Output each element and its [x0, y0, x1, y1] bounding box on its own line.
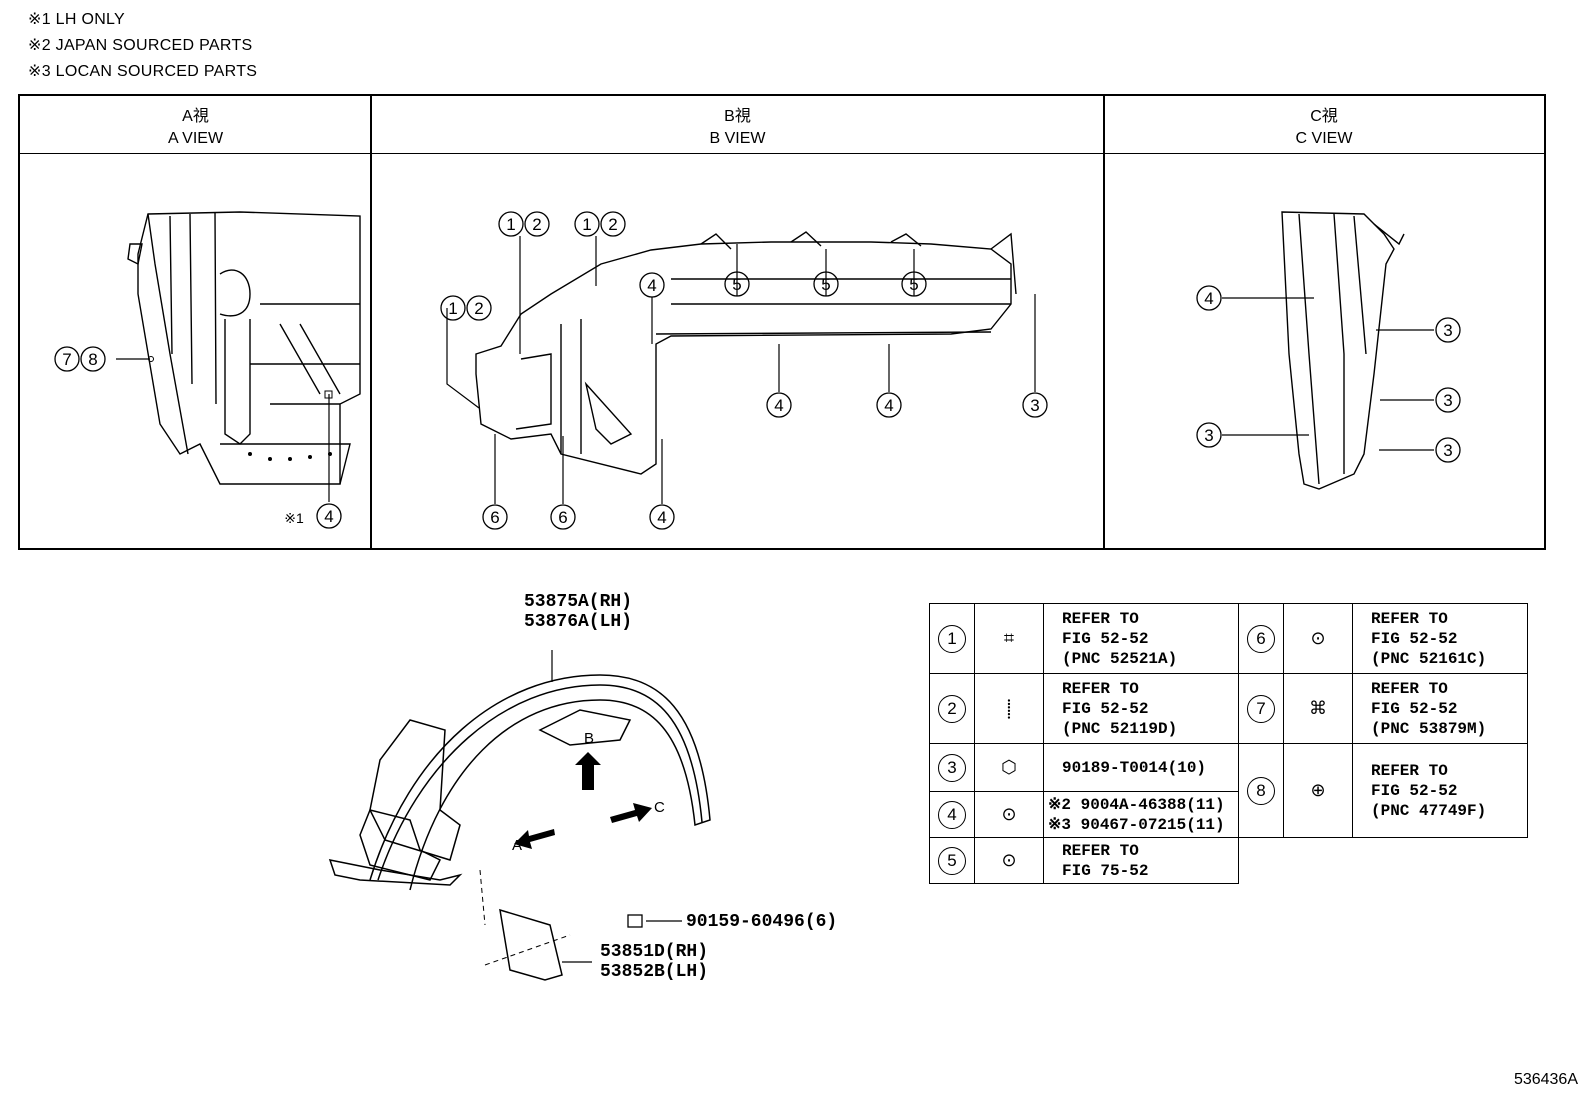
- legend-line: ※3 90467-07215(11): [1048, 815, 1225, 834]
- a-view-drawing: 7 8 ※1 4: [54, 211, 361, 529]
- b-view-callout-4b: 4: [884, 396, 893, 415]
- legend-line: FIG 52-52: [1371, 629, 1458, 648]
- fender-liner-drawing: B C A: [328, 650, 711, 981]
- a-view-callout-4: 4: [324, 507, 333, 526]
- fastener-legend-table: 1 ⌗ REFER TO FIG 52-52 (PNC 52521A) 6 ⊙ …: [929, 603, 1528, 884]
- legend-line: (PNC 53879M): [1371, 719, 1487, 738]
- b-view-label: B VIEW: [709, 130, 766, 147]
- legend-line: FIG 52-52: [1371, 699, 1458, 718]
- legend-num: 7: [1247, 694, 1275, 723]
- note-locan-sourced: ※3 LOCAN SOURCED PARTS: [28, 63, 258, 80]
- a-view-callout-7: 7: [62, 350, 71, 369]
- legend-line: FIG 52-52: [1062, 699, 1149, 718]
- legend-line: FIG 52-52: [1062, 629, 1149, 648]
- legend-line: (PNC 52161C): [1371, 649, 1487, 668]
- b-view-callout-2c: 2: [608, 215, 617, 234]
- a-view-label: A VIEW: [167, 130, 224, 147]
- b-view-callout-5b: 5: [821, 275, 830, 294]
- legend-num: 8: [1247, 776, 1275, 805]
- legend-line: REFER TO: [1371, 679, 1448, 698]
- b-view-callout-4c: 4: [657, 508, 666, 527]
- legend-row: 5 ⊙ REFER TO FIG 75-52: [929, 837, 1528, 884]
- bolt-icon: ⊕: [1310, 780, 1326, 800]
- a-view-note-mark: ※1: [284, 510, 304, 526]
- legend-line: (PNC 52119D): [1062, 719, 1178, 738]
- c-view-jp-label: C視: [1310, 108, 1338, 125]
- legend-row: 4 ⊙ ※2 9004A-46388(11) ※3 90467-07215(11…: [929, 791, 1528, 838]
- part-liner-rh: 53875A(RH): [524, 592, 633, 612]
- legend-line: REFER TO: [1062, 609, 1139, 628]
- c-view-callout-3d: 3: [1443, 441, 1452, 460]
- b-view-callout-2a: 2: [474, 299, 483, 318]
- b-view-header: B視 B VIEW: [371, 96, 1104, 154]
- nut-icon: ⬡: [1001, 757, 1017, 777]
- push-clip-icon: ⊙: [1001, 850, 1017, 870]
- arrow-a-label: A: [512, 837, 522, 854]
- legend-num: 4: [938, 800, 966, 829]
- part-screw: 90159-60496(6): [686, 912, 838, 932]
- clip-icon: ⌗: [1003, 628, 1015, 648]
- b-view-callout-4a: 4: [774, 396, 783, 415]
- b-view-callout-1b: 1: [506, 215, 515, 234]
- note-japan-sourced: ※2 JAPAN SOURCED PARTS: [28, 37, 253, 54]
- legend-line: ※2 9004A-46388(11): [1048, 795, 1225, 814]
- b-view-callout-3: 3: [1030, 396, 1039, 415]
- c-view-callout-3a: 3: [1443, 321, 1452, 340]
- b-view-jp-label: B視: [724, 108, 751, 125]
- legend-line: 90189-T0014(10): [1062, 758, 1207, 777]
- part-flap-lh: 53852B(LH): [600, 962, 709, 982]
- part-liner-lh: 53876A(LH): [524, 612, 633, 632]
- legend-line: REFER TO: [1371, 761, 1448, 780]
- screw-icon: ⸽: [1006, 698, 1012, 719]
- legend-num: 6: [1247, 624, 1275, 653]
- legend-row: 2 ⸽ REFER TO FIG 52-52 (PNC 52119D) 7 ⌘ …: [929, 673, 1528, 744]
- legend-line: FIG 75-52: [1062, 861, 1149, 880]
- arrow-c-label: C: [654, 799, 665, 816]
- views-panel: A視 A VIEW B視 B VIEW C視 C VIEW: [18, 94, 1546, 550]
- legend-num: 1: [938, 624, 966, 653]
- b-view-drawing: 1 2 1 2 1 2 4 5 5 5 6 6 4 4: [440, 211, 1048, 530]
- legend-num: 2: [938, 694, 966, 723]
- legend-num: 5: [938, 846, 966, 875]
- c-view-label: C VIEW: [1295, 130, 1353, 147]
- a-view-callout-8: 8: [88, 350, 97, 369]
- retainer-icon: ⌘: [1309, 698, 1327, 718]
- legend-line: (PNC 47749F): [1371, 801, 1487, 820]
- legend-line: FIG 52-52: [1371, 781, 1458, 800]
- legend-num: 3: [938, 753, 966, 782]
- b-view-callout-6a: 6: [490, 508, 499, 527]
- b-view-callout-1a: 1: [448, 299, 457, 318]
- c-view-drawing: 4 3 3 3 3: [1196, 211, 1461, 490]
- legend-row: 1 ⌗ REFER TO FIG 52-52 (PNC 52521A) 6 ⊙ …: [929, 603, 1528, 674]
- c-view-header: C視 C VIEW: [1104, 96, 1544, 154]
- legend-line: REFER TO: [1062, 679, 1139, 698]
- c-view-callout-3b: 3: [1443, 391, 1452, 410]
- c-view-callout-4: 4: [1204, 289, 1213, 308]
- a-view-header: A視 A VIEW: [20, 96, 371, 154]
- legend-line: (PNC 52521A): [1062, 649, 1178, 668]
- legend-line: REFER TO: [1371, 609, 1448, 628]
- part-flap-rh: 53851D(RH): [600, 942, 709, 962]
- b-view-callout-2b: 2: [532, 215, 541, 234]
- b-view-callout-4-top: 4: [647, 276, 656, 295]
- arrow-b-label: B: [584, 730, 594, 747]
- legend-line: REFER TO: [1062, 841, 1139, 860]
- document-id: 536436A: [1513, 1071, 1578, 1088]
- a-view-jp-label: A視: [182, 108, 209, 125]
- legend-row: 3 ⬡ 90189-T0014(10) 8 ⊕ REFER TO FIG 52-…: [929, 743, 1528, 838]
- b-view-callout-5a: 5: [732, 275, 741, 294]
- b-view-callout-5c: 5: [909, 275, 918, 294]
- b-view-callout-1c: 1: [582, 215, 591, 234]
- push-clip-icon: ⊙: [1001, 804, 1017, 824]
- rivet-icon: ⊙: [1310, 628, 1326, 648]
- note-lh-only: ※1 LH ONLY: [28, 11, 126, 28]
- c-view-callout-3c: 3: [1204, 426, 1213, 445]
- b-view-callout-6b: 6: [558, 508, 567, 527]
